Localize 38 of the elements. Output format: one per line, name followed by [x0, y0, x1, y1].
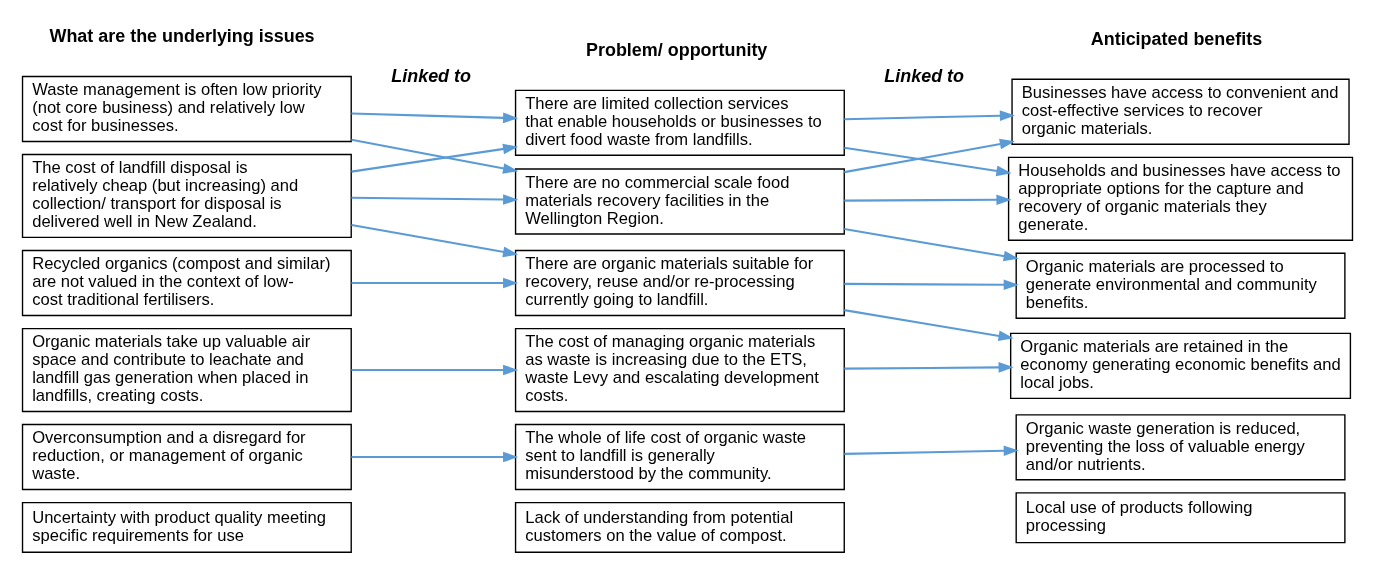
node-box: Households and businesses have access to appropriate options for the capture and recovery of organic materials they generate. — [1007, 156, 1354, 241]
arrow — [351, 112, 519, 124]
node-box: There are limited collection services that enable households or businesses to divert food waste from landfills. — [514, 89, 845, 156]
node-box: Organic materials are retained in the economy generating economic benefits and local jobs. — [1009, 332, 1352, 399]
arrow — [844, 279, 1019, 291]
node-box: The whole of life cost of organic waste sent to landfill is generally misunderstood by the community. — [514, 423, 845, 491]
label: Linked to — [884, 65, 965, 86]
arrow — [844, 110, 1016, 122]
node-box: There are organic materials suitable for recovery, reuse and/or re-processing currently going to landfill. — [514, 249, 845, 317]
arrow — [351, 223, 519, 258]
arrow — [351, 194, 519, 205]
node-box: There are no commercial scale food materials recovery facilities in the Wellington Region. — [514, 168, 845, 235]
node-box: Waste management is often low priority (not core business) and relatively low cost for businesses. — [21, 75, 352, 143]
arrow — [844, 194, 1012, 206]
node-box: Organic materials are processed to generate environmental and community benefits. — [1015, 252, 1346, 319]
node-box: Organic materials take up valuable air space and contribute to leachate and landfill gas generation when placed in landfills, creating costs. — [21, 327, 352, 413]
label: Anticipated benefits — [1090, 28, 1263, 49]
node-box: The cost of managing organic materials as waste is increasing due to the ETS, waste Levy and escalating development costs. — [514, 327, 845, 413]
arrow — [351, 364, 519, 376]
node-box: Uncertainty with product quality meeting specific requirements for use — [21, 501, 352, 553]
label: Problem/ opportunity — [585, 39, 768, 60]
arrow — [844, 309, 1014, 342]
node-box: Organic waste generation is reduced, preventing the loss of valuable energy and/or nutrients. — [1015, 414, 1346, 481]
node-box: Recycled organics (compost and similar) are not valued in the context of low-cost traditional fertilisers. — [21, 249, 352, 317]
arrow — [844, 362, 1014, 373]
arrow — [844, 228, 1019, 262]
arrow — [351, 451, 519, 463]
arrow — [844, 146, 1012, 177]
label: What are the underlying issues — [49, 25, 315, 46]
node-box: Businesses have access to convenient and cost-effective services to recover organic materials. — [1011, 78, 1350, 145]
arrow — [351, 277, 519, 289]
arrow — [844, 445, 1019, 457]
node-box: Local use of products following processing — [1015, 492, 1346, 544]
label: Linked to — [391, 65, 471, 86]
arrow — [844, 138, 1015, 174]
node-box: Lack of understanding from potential customers on the value of compost. — [514, 501, 845, 553]
node-box: The cost of landfill disposal is relatively cheap (but increasing) and collection/ transport for disposal is delivered well in New Zealand. — [21, 153, 352, 239]
node-box: Overconsumption and a disregard for reduction, or management of organic waste. — [21, 423, 352, 491]
